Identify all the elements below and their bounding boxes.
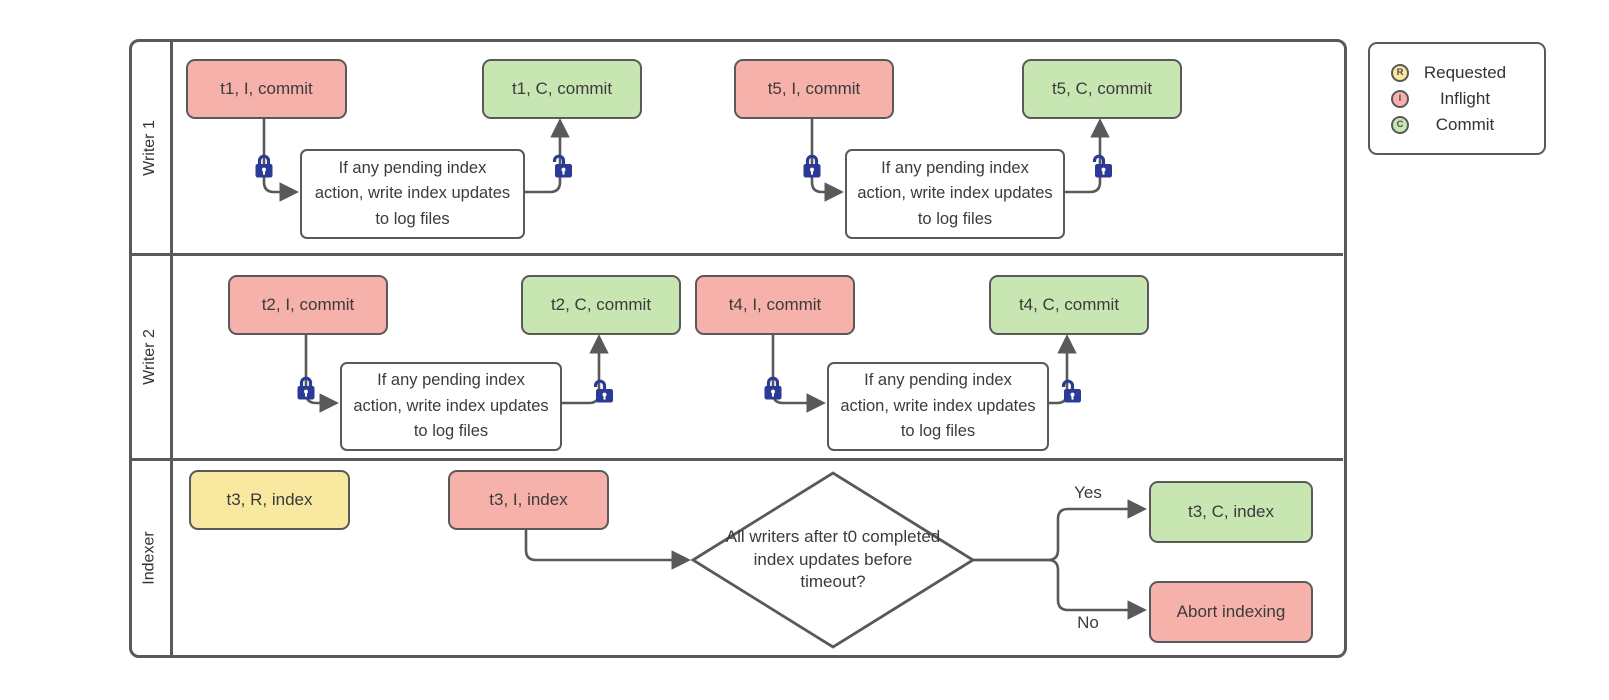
lock-open-icon — [552, 154, 572, 178]
branch-label-no: No — [1077, 613, 1099, 632]
legend-label: Commit — [1435, 114, 1495, 134]
node-t4-inflight: t4, I, commit — [695, 275, 855, 335]
connector-t5-inflight-to-process — [810, 115, 844, 202]
node-t5-inflight: t5, I, commit — [734, 59, 894, 119]
lane-divider-1 — [130, 253, 1343, 256]
node-t3-inflight: t3, I, index — [448, 470, 609, 530]
connector-decision-no — [973, 558, 1147, 620]
lock-closed-icon — [764, 376, 782, 400]
lane-divider-2 — [130, 458, 1343, 461]
node-t2-commit: t2, C, commit — [521, 275, 681, 335]
legend-label: Requested — [1423, 62, 1507, 82]
lock-open-icon — [1092, 154, 1112, 178]
legend-item-inflight: I Inflight — [1370, 89, 1544, 109]
node-t1-commit: t1, C, commit — [482, 59, 642, 119]
lock-closed-icon — [803, 154, 821, 178]
commit-dot-icon: C — [1391, 115, 1409, 134]
process-box-writer2-a: If any pending index action, write index… — [340, 362, 562, 451]
swimlane-frame — [129, 39, 1347, 658]
connector-process-to-t5-commit — [1061, 118, 1110, 194]
process-box-writer2-b: If any pending index action, write index… — [827, 362, 1049, 451]
lock-closed-icon — [255, 154, 273, 178]
legend-item-requested: R Requested — [1370, 63, 1544, 83]
lock-open-icon — [593, 379, 613, 403]
decision-text: All writers after t0 completed index upd… — [725, 526, 941, 592]
connector-t1-inflight-to-process — [262, 115, 299, 202]
lock-closed-icon — [297, 376, 315, 400]
decision-diamond — [690, 471, 976, 649]
process-box-writer1-a: If any pending index action, write index… — [300, 149, 525, 239]
lock-open-icon — [1061, 379, 1081, 403]
node-t2-inflight: t2, I, commit — [228, 275, 388, 335]
node-abort-indexing: Abort indexing — [1149, 581, 1313, 643]
inflight-dot-icon: I — [1391, 89, 1409, 108]
process-box-writer1-b: If any pending index action, write index… — [845, 149, 1065, 239]
node-t1-inflight: t1, I, commit — [186, 59, 347, 119]
legend-item-commit: C Commit — [1370, 115, 1544, 135]
legend-box: R Requested I Inflight C Commit — [1368, 42, 1546, 155]
node-t3-commit: t3, C, index — [1149, 481, 1313, 543]
legend-label: Inflight — [1439, 88, 1491, 108]
lane-header-divider — [170, 40, 173, 655]
connector-process-to-t1-commit — [521, 118, 570, 194]
node-t3-requested: t3, R, index — [189, 470, 350, 530]
connector-decision-yes — [973, 499, 1147, 562]
node-t5-commit: t5, C, commit — [1022, 59, 1182, 119]
connector-t3-inflight-to-decision — [524, 526, 691, 570]
node-t4-commit: t4, C, commit — [989, 275, 1149, 335]
branch-label-yes: Yes — [1074, 483, 1102, 502]
requested-dot-icon: R — [1391, 63, 1409, 82]
